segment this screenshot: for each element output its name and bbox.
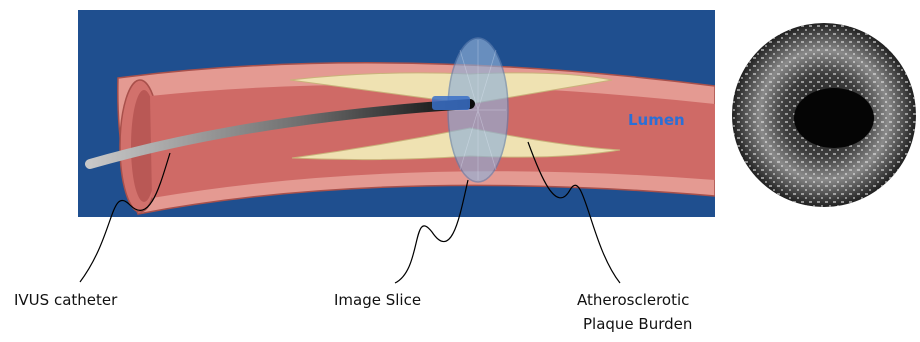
plaque-label-line2: Plaque Burden — [583, 315, 692, 333]
ivus-catheter-tip — [432, 96, 470, 110]
ivus-catheter-label: IVUS catheter — [14, 291, 118, 309]
plaque-label-line1: Atherosclerotic — [577, 291, 689, 309]
ivus-cross-section-icon — [732, 6, 916, 218]
image-slice-label: Image Slice — [334, 291, 421, 309]
lumen-label: Lumen — [628, 111, 685, 129]
